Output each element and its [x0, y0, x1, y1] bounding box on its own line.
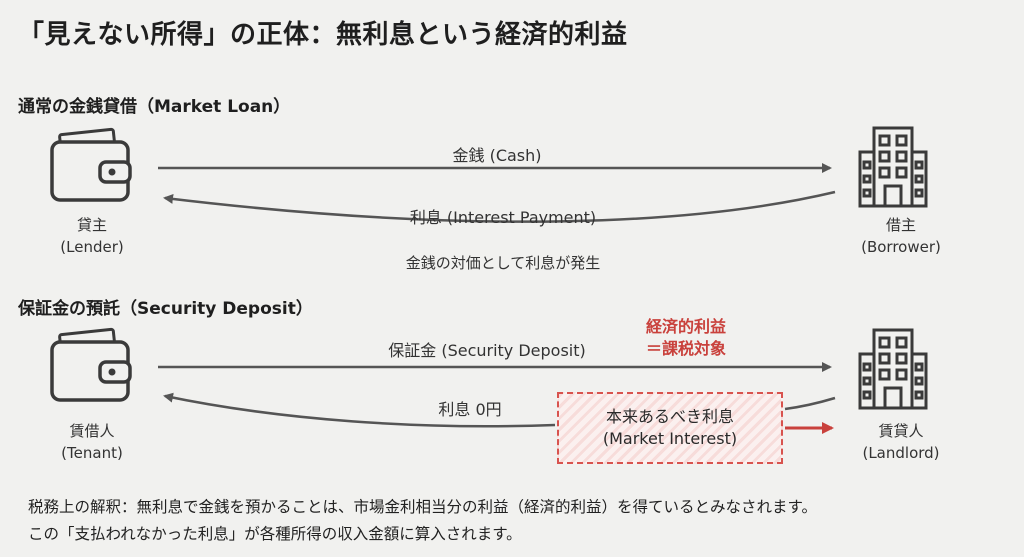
borrower-en: (Borrower)	[861, 238, 941, 256]
lender-en: (Lender)	[60, 238, 124, 256]
market-interest-line2: (Market Interest)	[602, 429, 738, 448]
landlord-label: 賃貸人 (Landlord)	[862, 420, 939, 464]
market-loan-heading: 通常の金銭貸借（Market Loan）	[18, 97, 291, 117]
wallet-icon	[50, 327, 132, 402]
cash-label: 金銭 (Cash)	[452, 146, 542, 165]
building-icon	[858, 328, 928, 410]
wallet-icon	[50, 127, 132, 202]
landlord-en: (Landlord)	[862, 444, 940, 462]
interest-caption: 金銭の対価として利息が発生	[405, 254, 601, 272]
economic-benefit-line1: 経済的利益	[646, 317, 727, 336]
lender-name: 貸主	[76, 216, 108, 234]
footer-line2: この「支払われなかった利息」が各種所得の収入金額に算入されます。	[28, 525, 522, 543]
economic-benefit-line2: ＝課税対象	[646, 339, 727, 358]
zero-interest-arrow-tail	[784, 396, 836, 411]
tenant-en: (Tenant)	[61, 444, 123, 462]
zero-interest-arrow	[163, 392, 556, 428]
zero-interest-label: 利息 0円	[438, 400, 502, 419]
interest-payment-label: 利息 (Interest Payment)	[409, 208, 597, 227]
tenant-label: 賃借人 (Tenant)	[61, 420, 123, 464]
security-deposit-label: 保証金 (Security Deposit)	[388, 341, 586, 360]
interest-arrow	[163, 190, 836, 223]
building-icon	[858, 126, 928, 208]
borrower-label: 借主 (Borrower)	[861, 214, 941, 258]
lender-label: 貸主 (Lender)	[60, 214, 123, 258]
page-title: 「見えない所得」の正体：無利息という経済的利益	[18, 20, 628, 50]
footer-line1: 税務上の解釈：無利息で金銭を預かることは、市場金利相当分の利益（経済的利益）を得…	[28, 498, 817, 516]
market-interest-text: 本来あるべき利息 (Market Interest)	[559, 406, 781, 450]
tenant-name: 賃借人	[69, 422, 115, 440]
borrower-name: 借主	[885, 216, 917, 234]
market-interest-line1: 本来あるべき利息	[605, 407, 734, 426]
market-interest-box: 本来あるべき利息 (Market Interest)	[557, 392, 783, 464]
security-deposit-heading: 保証金の預託（Security Deposit）	[18, 299, 313, 319]
economic-benefit-note: 経済的利益 ＝課税対象	[646, 316, 726, 360]
landlord-name: 賃貸人	[878, 422, 924, 440]
